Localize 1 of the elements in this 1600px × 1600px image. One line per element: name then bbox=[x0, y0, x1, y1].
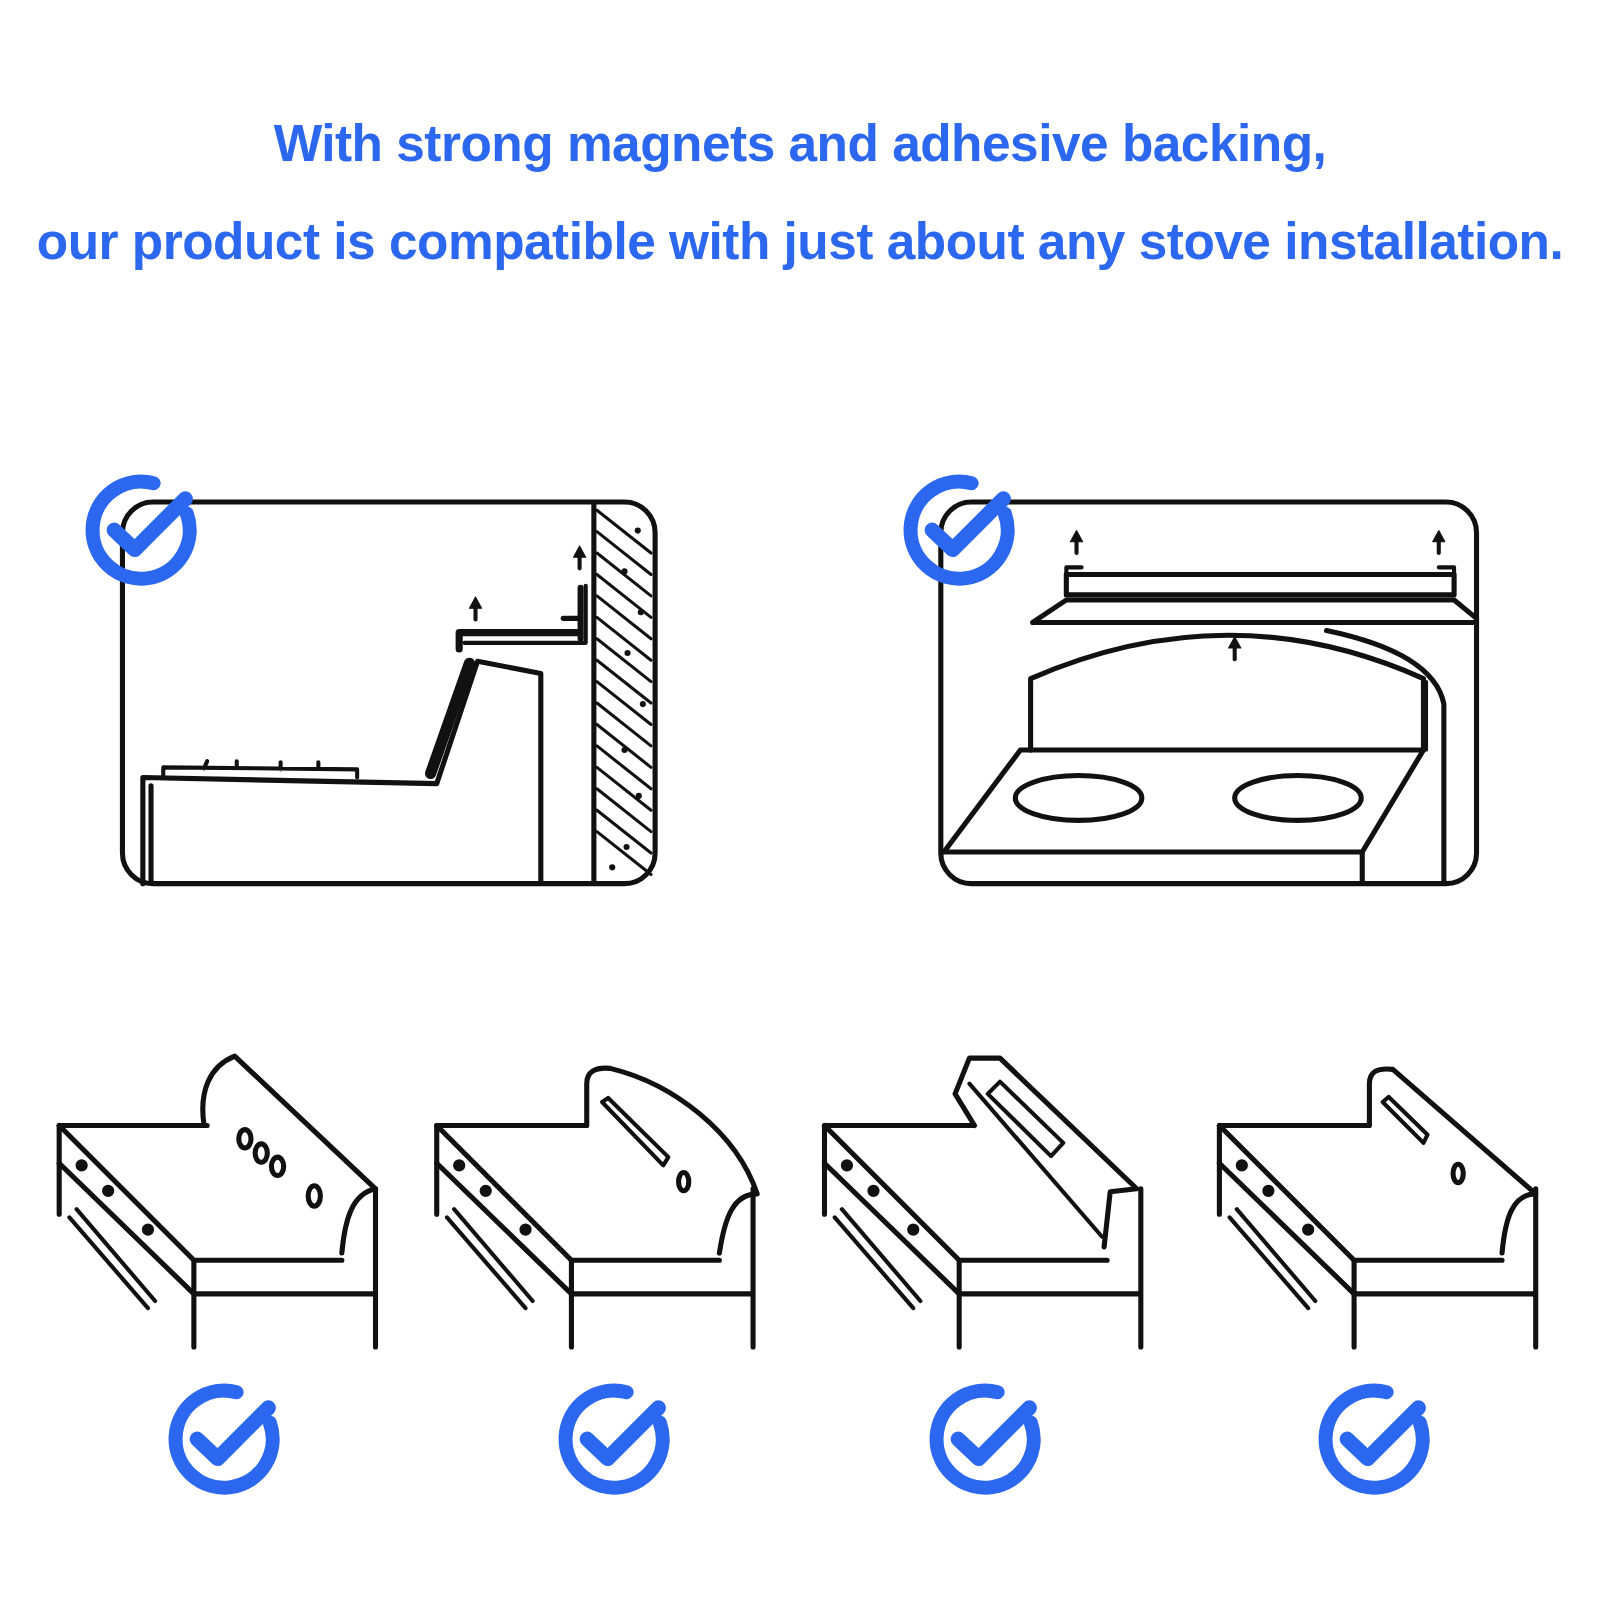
title-text: With strong magnets and adhesive backing, our product is compatible with just about any stove installation. bbox=[36, 113, 1564, 272]
